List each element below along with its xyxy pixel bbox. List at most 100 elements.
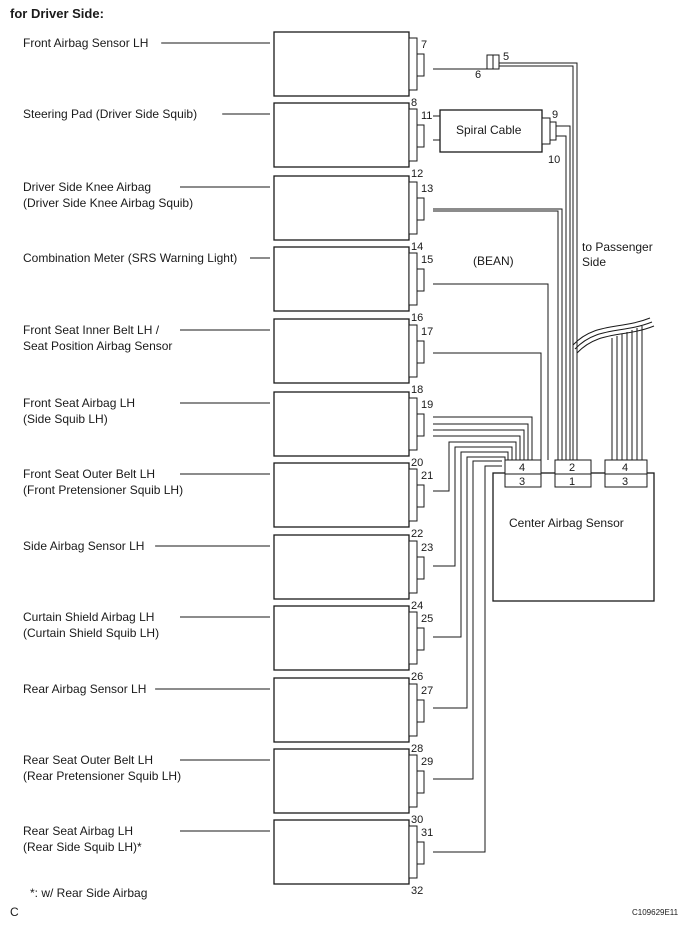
component-connector-plug xyxy=(416,268,425,292)
pin-number: 14 xyxy=(411,241,423,253)
center-connector-middle: 2 1 xyxy=(554,459,592,488)
component-connector-plug xyxy=(416,484,425,508)
component-label: Steering Pad (Driver Side Squib) xyxy=(23,107,197,121)
component-label: Curtain Shield Airbag LH xyxy=(23,610,154,624)
pin-number: 29 xyxy=(421,756,433,768)
pin-number: 28 xyxy=(411,743,423,755)
component-box xyxy=(273,677,410,743)
pin-number: 30 xyxy=(411,814,423,826)
component-connector-plug xyxy=(416,124,425,148)
spiral-cable: Spiral Cable 9 10 xyxy=(439,109,560,166)
component-box xyxy=(273,31,410,97)
junction-pin-5: 5 xyxy=(503,51,509,63)
spiral-cable-label: Spiral Cable xyxy=(456,123,522,137)
pin-number: 17 xyxy=(421,326,433,338)
component-connector-plug xyxy=(416,699,425,723)
component-box xyxy=(273,605,410,671)
pin-number: 24 xyxy=(411,600,423,612)
spiral-cable-pin-9: 9 xyxy=(552,109,558,121)
component-label: (Driver Side Knee Airbag Squib) xyxy=(23,196,193,210)
component-connector xyxy=(408,108,418,162)
pin-number: 27 xyxy=(421,685,433,697)
component-connector-plug xyxy=(416,340,425,364)
pin-number: 31 xyxy=(421,827,433,839)
component-label: Front Seat Outer Belt LH xyxy=(23,467,155,481)
component-row: Curtain Shield Airbag LH(Curtain Shield … xyxy=(23,605,433,683)
spiral-cable-pin-10: 10 xyxy=(548,154,560,166)
svg-text:3: 3 xyxy=(622,476,628,488)
svg-text:2: 2 xyxy=(569,462,575,474)
component-box xyxy=(273,748,410,814)
component-label: Front Seat Airbag LH xyxy=(23,396,135,410)
component-box xyxy=(273,102,410,168)
center-airbag-sensor: Center Airbag Sensor 4 3 2 1 4 3 xyxy=(492,459,655,602)
component-row: Rear Seat Airbag LH (Rear Side Squib LH)*… xyxy=(23,819,433,897)
component-connector-plug xyxy=(416,627,425,651)
pin-number: 7 xyxy=(421,39,427,51)
figure-code: C109629E11 xyxy=(632,908,679,917)
component-label: (Rear Pretensioner Squib LH) xyxy=(23,769,181,783)
component-connector xyxy=(408,468,418,522)
component-connector-plug xyxy=(416,841,425,865)
junction-pin-6: 6 xyxy=(475,69,481,81)
component-label: (Rear Side Squib LH)* xyxy=(23,840,142,854)
pin-number: 12 xyxy=(411,168,423,180)
component-row: Front Seat Outer Belt LH (Front Pretensio… xyxy=(23,462,433,540)
component-box xyxy=(273,246,410,312)
pin-number: 22 xyxy=(411,528,423,540)
svg-text:3: 3 xyxy=(519,476,525,488)
component-label: Rear Seat Airbag LH xyxy=(23,824,133,838)
component-connector xyxy=(408,825,418,879)
component-row: Combination Meter (SRS Warning Light) 15 1… xyxy=(23,246,433,324)
component-connector-plug xyxy=(416,53,425,77)
pin-number: 32 xyxy=(411,885,423,897)
component-row: Rear Airbag Sensor LH 27 28 xyxy=(23,677,433,755)
component-connector xyxy=(408,181,418,235)
pin-number: 26 xyxy=(411,671,423,683)
component-label: (Side Squib LH) xyxy=(23,412,108,426)
component-connector xyxy=(408,397,418,451)
component-row: Front Seat Inner Belt LH /Seat Position … xyxy=(23,318,433,396)
component-connector xyxy=(408,324,418,378)
corner-letter: C xyxy=(10,905,19,919)
pin-number: 15 xyxy=(421,254,433,266)
center-connector-left: 4 3 xyxy=(504,459,542,488)
pin-number: 21 xyxy=(421,470,433,482)
component-connector-plug xyxy=(416,197,425,221)
pin-number: 11 xyxy=(421,110,432,122)
component-box xyxy=(273,391,410,457)
component-connector xyxy=(408,754,418,808)
component-label: Rear Airbag Sensor LH xyxy=(23,682,146,696)
component-box xyxy=(273,175,410,241)
component-label: Driver Side Knee Airbag xyxy=(23,180,151,194)
pin-number: 18 xyxy=(411,384,423,396)
svg-text:1: 1 xyxy=(569,476,575,488)
pin-number: 16 xyxy=(411,312,423,324)
component-label: (Front Pretensioner Squib LH) xyxy=(23,483,183,497)
component-label: Front Airbag Sensor LH xyxy=(23,36,148,50)
junction-connector: 5 6 xyxy=(475,51,509,81)
diagram-title: for Driver Side: xyxy=(10,6,104,21)
component-row: Steering Pad (Driver Side Squib) 11 12 xyxy=(23,102,432,180)
component-box xyxy=(273,318,410,384)
component-connector xyxy=(408,37,418,91)
component-connector xyxy=(408,611,418,665)
svg-text:4: 4 xyxy=(519,462,525,474)
center-airbag-sensor-label: Center Airbag Sensor xyxy=(509,516,624,530)
component-label: Front Seat Inner Belt LH / xyxy=(23,323,160,337)
component-label: Combination Meter (SRS Warning Light) xyxy=(23,251,237,265)
bean-label: (BEAN) xyxy=(473,254,514,268)
component-box xyxy=(273,462,410,528)
component-row: Driver Side Knee Airbag (Driver Side Knee… xyxy=(23,175,433,253)
component-box xyxy=(273,534,410,600)
component-connector-plug xyxy=(416,770,425,794)
passenger-label-line2: Side xyxy=(582,255,606,269)
center-connector-right: 4 3 xyxy=(604,459,648,488)
component-connector xyxy=(408,540,418,594)
footnote: *: w/ Rear Side Airbag xyxy=(30,886,147,900)
